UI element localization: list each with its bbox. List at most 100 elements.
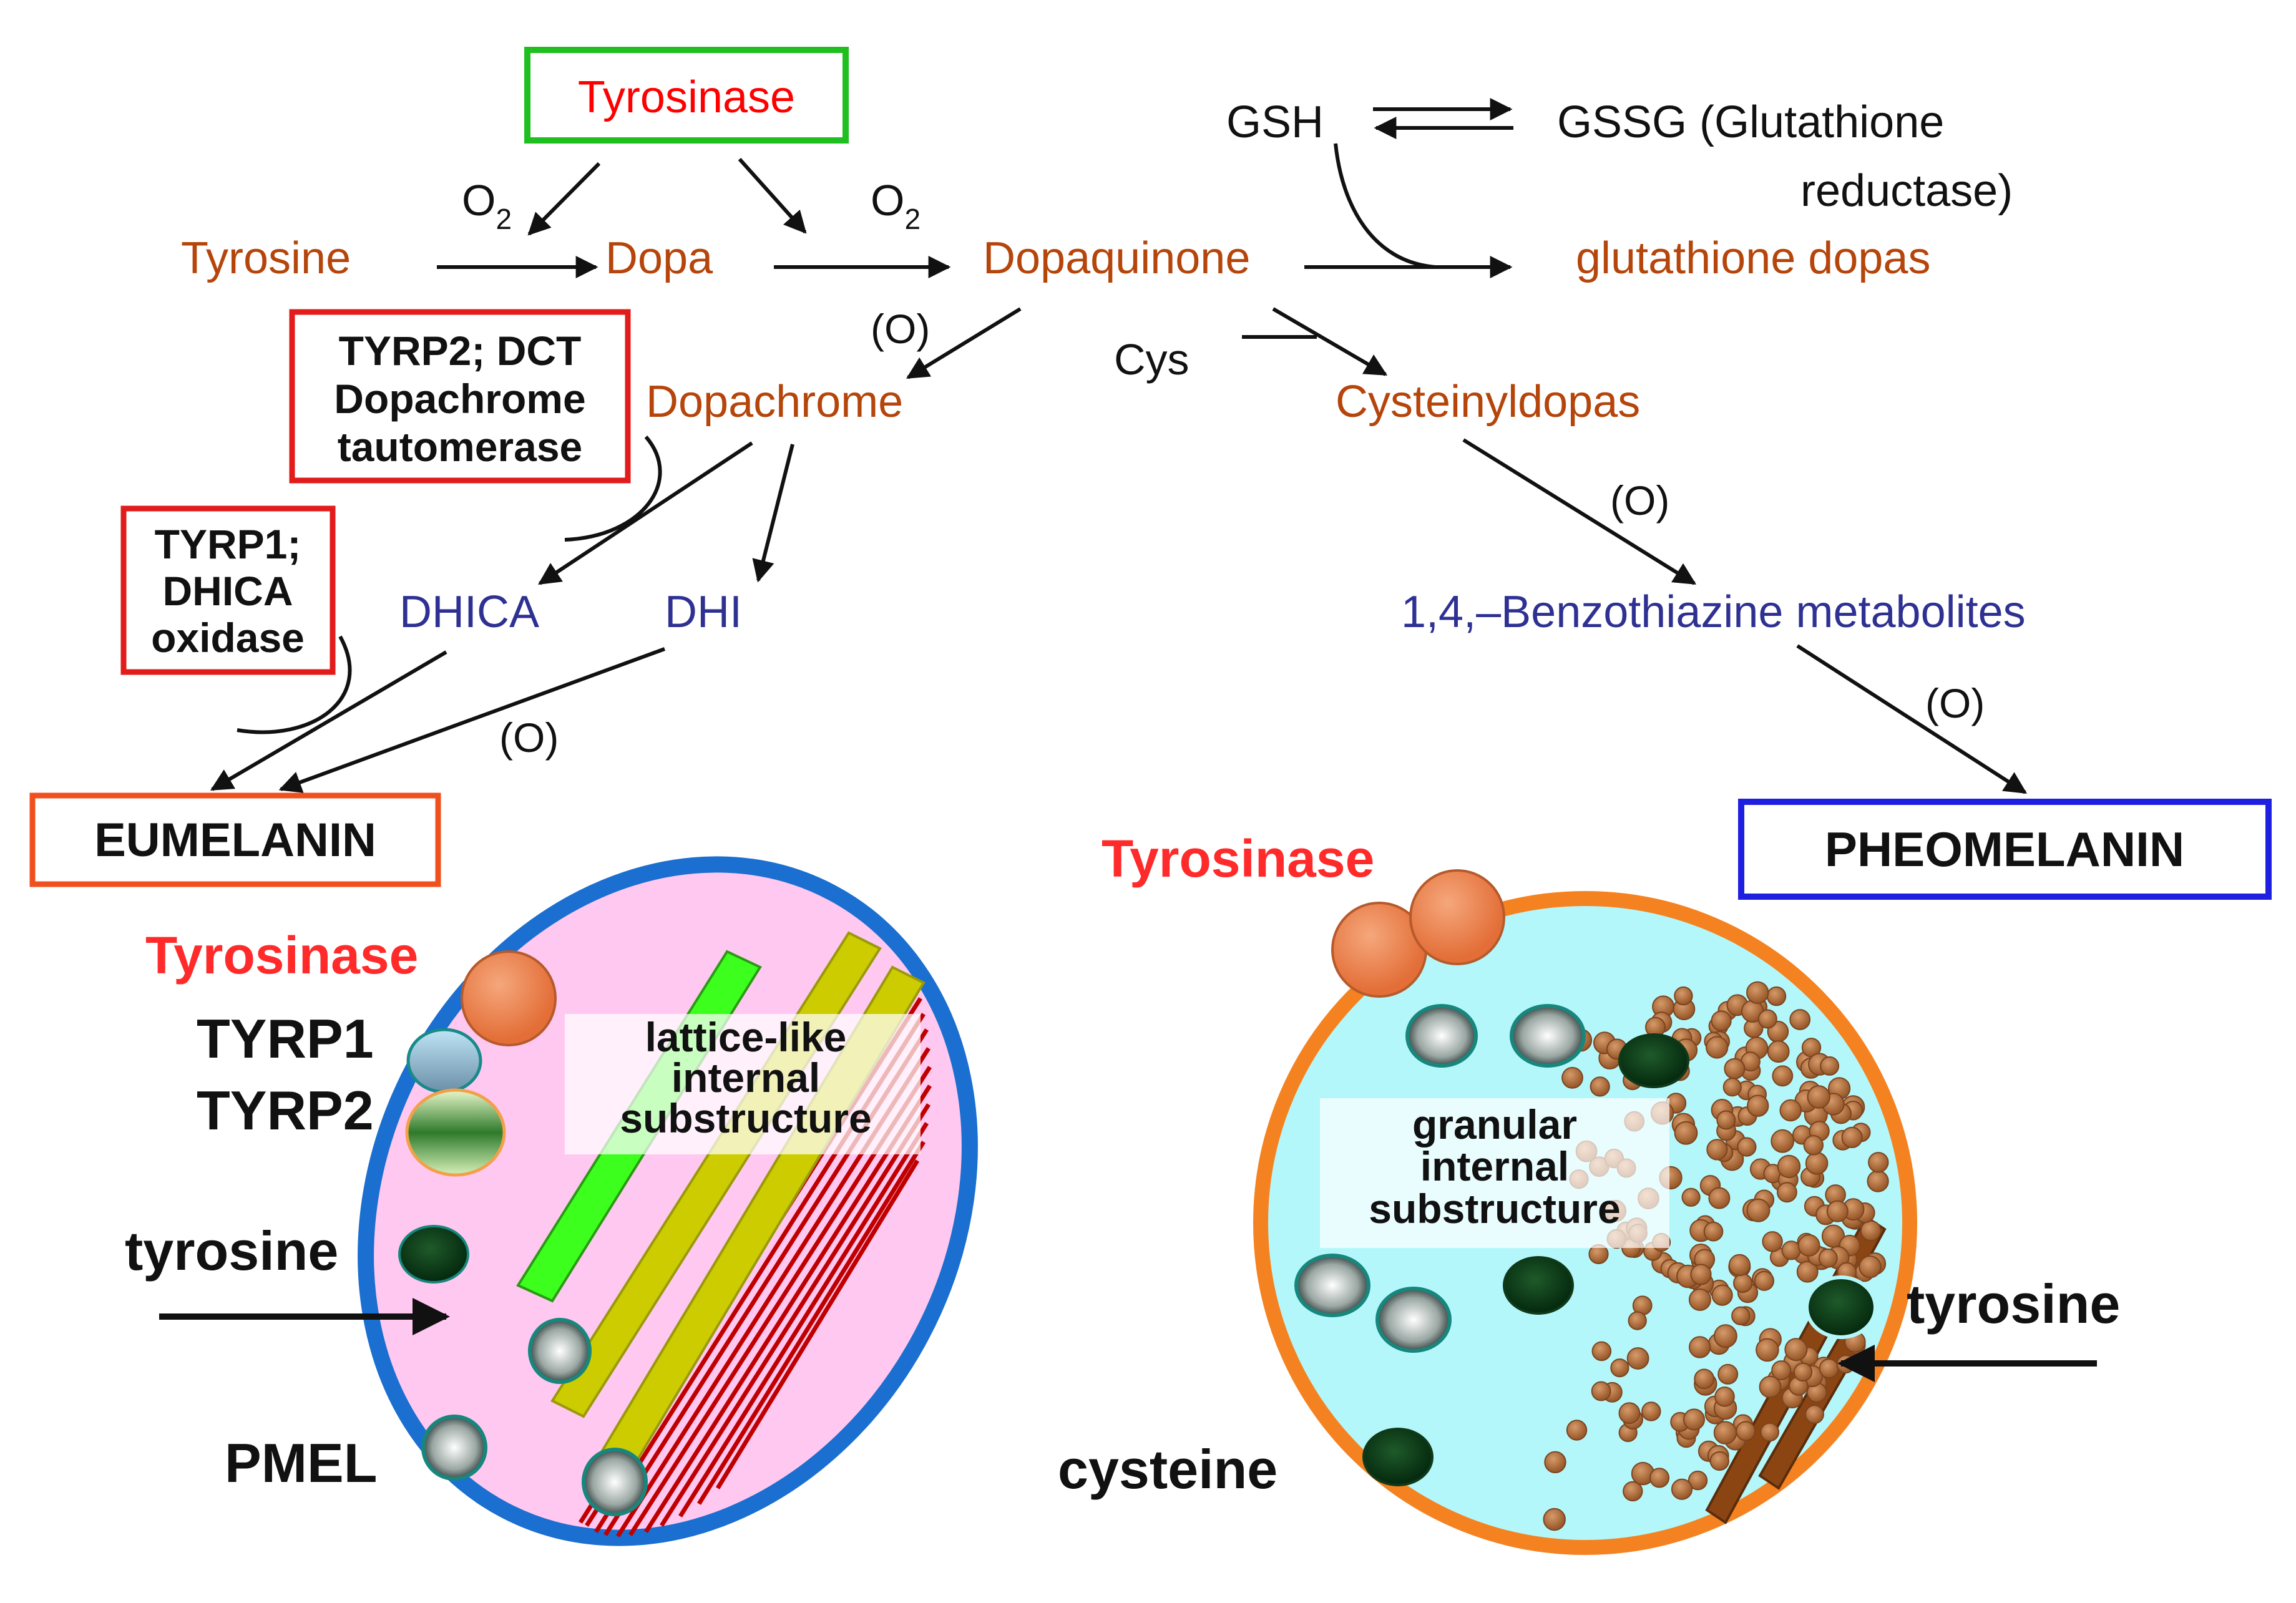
pheo-granule <box>1728 1254 1751 1277</box>
pheo-vesicle-1 <box>1405 1004 1478 1068</box>
pheo-granule <box>1543 1508 1566 1531</box>
pheo-granule <box>1714 1324 1737 1348</box>
pheo-granule <box>1722 1078 1742 1097</box>
granular-label-backdrop <box>1320 1098 1669 1248</box>
tyrp2-box-line2: Dopachrome <box>334 376 585 422</box>
pheo-granule <box>1797 1234 1820 1257</box>
eu-tyrp2-label: TYRP2 <box>197 1079 374 1141</box>
pheo-granule <box>1618 1402 1641 1425</box>
eu-tyrosinase-protein <box>461 950 557 1046</box>
pheo-granule <box>1709 1451 1730 1471</box>
pheo-granule <box>1674 986 1693 1006</box>
pheo-granule <box>1714 1386 1735 1407</box>
pheo-granule <box>1759 1375 1782 1398</box>
pheo-granule <box>1706 1139 1728 1161</box>
cysteinyldopas-compound: Cysteinyldopas <box>1336 377 1640 427</box>
pheo-granule <box>1623 1481 1643 1502</box>
oxidation-label-dopachrome: (O) <box>871 306 930 352</box>
pheo-granule <box>1736 1421 1756 1441</box>
pheo-granule <box>1708 1187 1731 1209</box>
gssg-label-line1: GSSG (Glutathione <box>1557 97 1944 147</box>
tyrosinase-enzyme-label: Tyrosinase <box>578 72 795 122</box>
dopachrome-compound: Dopachrome <box>646 377 903 427</box>
arrow-tyrosinase-to-dopaquinone <box>738 157 807 234</box>
tyrosine-compound: Tyrosine <box>181 233 351 283</box>
pheo-granule <box>1566 1420 1588 1441</box>
pheo-granule <box>1793 1362 1813 1382</box>
pheo-granule <box>1760 1422 1779 1442</box>
eu-pmel-vesicle-2 <box>421 1415 487 1481</box>
eu-pmel-vesicle-3 <box>582 1448 648 1516</box>
pheo-granule <box>1762 1231 1783 1252</box>
curve-tyrp1-catalysis <box>237 635 352 734</box>
pheo-granule <box>1688 1288 1711 1311</box>
pheo-granule <box>1674 1121 1698 1145</box>
pheo-granule <box>1683 1408 1705 1431</box>
arrow-dhi-to-eumelanin <box>278 647 666 793</box>
pheo-granule <box>1561 1066 1583 1089</box>
benzothiazine-compound: 1,4,–Benzothiazine metabolites <box>1401 587 2026 637</box>
eumelanin-label: EUMELANIN <box>94 814 376 867</box>
pheo-granule <box>1610 1358 1629 1378</box>
pheo-granule <box>1805 1405 1824 1425</box>
pheo-granule <box>1779 1099 1802 1122</box>
pheo-granule <box>1841 1126 1863 1149</box>
pheo-granule <box>1784 1338 1808 1362</box>
pheo-granule <box>1771 1360 1792 1381</box>
pheo-granule <box>1771 1129 1795 1153</box>
lattice-label-line1: lattice-like <box>645 1014 847 1060</box>
pheo-granule <box>1754 1270 1774 1291</box>
pheomelanin-product-box <box>1738 799 2272 900</box>
pheo-granule <box>1591 1341 1612 1362</box>
pheo-tyrosine-label: tyrosine <box>1907 1273 2120 1335</box>
pheo-granule <box>1746 1198 1771 1222</box>
pheo-granule <box>1777 1154 1801 1179</box>
arrow-cysteinyldopas-to-benzothiazine <box>1462 438 1697 585</box>
pheo-granule <box>1868 1152 1889 1173</box>
eu-tyrp1-protein <box>406 1028 482 1094</box>
pheo-granule <box>1772 1065 1794 1087</box>
arrow-dopachrome-to-dhica <box>537 441 753 585</box>
eu-tyrp1-label: TYRP1 <box>197 1008 374 1069</box>
tyrp1-box-line3: oxidase <box>151 615 305 661</box>
pheo-granule <box>1681 1187 1701 1207</box>
pheo-granule <box>1733 1273 1753 1294</box>
eu-tyrosine-label: tyrosine <box>125 1220 338 1282</box>
pheo-granule <box>1544 1451 1566 1474</box>
pheo-tyrosinase-protein-2 <box>1409 869 1505 965</box>
cys-label: Cys <box>1114 335 1190 384</box>
pheo-granule <box>1747 1094 1769 1117</box>
pheo-dark-vesicle-2 <box>1503 1256 1574 1315</box>
dopa-compound: Dopa <box>605 233 713 283</box>
eu-pmel-vesicle-1 <box>528 1318 592 1384</box>
pheo-cysteine-label: cysteine <box>1058 1438 1277 1500</box>
pheo-granule <box>1703 1221 1724 1242</box>
tyrosinase-enzyme-box <box>524 47 849 144</box>
pheo-granule <box>1688 1470 1708 1491</box>
pheo-granule <box>1860 1220 1882 1242</box>
pheo-granule <box>1706 1036 1729 1059</box>
glutathione-dopas-compound: glutathione dopas <box>1576 233 1930 283</box>
eu-tyrp2-protein <box>405 1088 506 1177</box>
pheo-granule <box>1724 1058 1746 1079</box>
arrow-dopaquinone-to-dopachrome <box>906 307 1022 379</box>
eumelanosome: lattice-like internal substructure Tyros… <box>125 856 978 1546</box>
pheo-tyrosinase-label: Tyrosinase <box>1102 829 1374 888</box>
pheo-granule <box>1731 1306 1751 1326</box>
pheo-granule <box>1628 1311 1647 1330</box>
pheo-granule <box>1713 1421 1737 1445</box>
curve-gsh-joining <box>1334 143 1436 269</box>
pheo-granule <box>1690 1264 1712 1285</box>
dhi-compound: DHI <box>665 587 742 637</box>
pheo-granule <box>1796 1260 1819 1283</box>
pheo-granule <box>1649 1468 1670 1488</box>
tyrp2-box-line1: TYRP2; DCT <box>339 328 582 374</box>
pheo-granule <box>1805 1152 1829 1175</box>
granular-label-line2: internal <box>1420 1143 1569 1189</box>
gssg-label-line2: reductase) <box>1800 166 2013 216</box>
curve-tyrp2-catalysis <box>564 436 662 542</box>
oxidation-label-dhi: (O) <box>499 714 559 761</box>
arrow-tyrosinase-to-dopa <box>527 162 601 236</box>
lattice-label-backdrop <box>565 1014 921 1154</box>
